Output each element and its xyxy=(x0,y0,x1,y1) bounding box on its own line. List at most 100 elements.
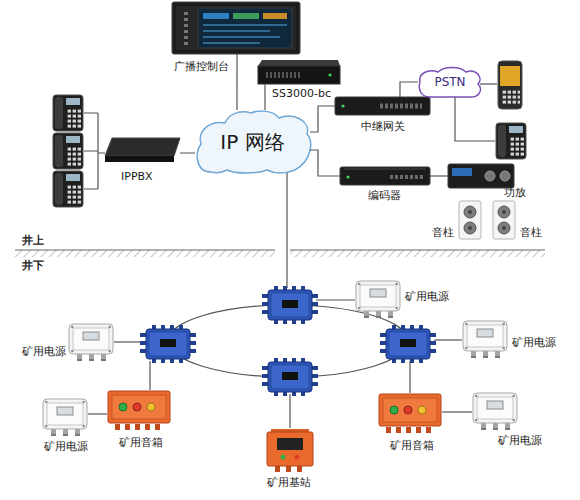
device-node: 矿用电源 xyxy=(462,320,508,358)
amp-body xyxy=(448,164,514,188)
device-label: 功放 xyxy=(504,186,526,199)
device-node: 音柱 xyxy=(492,200,516,240)
amp-knob xyxy=(500,171,510,181)
network-cloud: IP 网络 xyxy=(195,110,310,174)
device-node: 矿用电源 xyxy=(42,398,88,436)
mine-cable xyxy=(289,394,290,428)
mine-cable xyxy=(442,411,472,412)
mine-cable xyxy=(88,413,107,414)
screen-item xyxy=(263,13,287,19)
device-label: 矿用电源 xyxy=(498,434,542,447)
device-node: IPPBX xyxy=(105,138,180,162)
device-node: 中继网关 xyxy=(335,97,430,115)
device-label: 矿用音箱 xyxy=(390,439,434,452)
device-label: 矿用电源 xyxy=(44,440,88,453)
device-node: 矿用电源 xyxy=(472,392,518,430)
encoder-ports xyxy=(390,175,424,179)
mine-psu xyxy=(463,321,507,357)
device-label: 音柱 xyxy=(432,226,454,239)
device-node: 编码器 xyxy=(340,167,430,185)
desk-phone xyxy=(53,95,83,131)
network-link xyxy=(236,54,237,110)
mine-cable xyxy=(434,339,462,340)
network-link xyxy=(310,106,335,132)
device-node: 矿用基站 xyxy=(265,428,315,472)
zone-label: 井上 xyxy=(22,234,44,247)
gateway-led xyxy=(341,104,344,107)
network-link xyxy=(310,150,340,176)
mine-psu xyxy=(356,281,400,317)
screen-item xyxy=(233,13,259,19)
device-node: 矿用音箱 xyxy=(378,393,442,433)
mine-cable xyxy=(316,299,355,300)
server-slots xyxy=(266,72,302,78)
network-link xyxy=(400,82,418,97)
junction-box xyxy=(143,328,193,361)
desk-phone xyxy=(53,133,83,169)
gateway-body xyxy=(335,97,430,115)
mine-cable xyxy=(409,361,410,393)
server-front xyxy=(258,66,340,84)
screen-lines xyxy=(203,25,287,43)
device-label: 中继网关 xyxy=(361,120,405,133)
server-led xyxy=(328,73,331,76)
console-buttons xyxy=(184,12,188,46)
device-node: 音柱 xyxy=(458,200,482,240)
mine-psu xyxy=(69,324,113,360)
mobile-phone xyxy=(498,61,522,109)
network-cloud: PSTN xyxy=(418,66,482,98)
zone-label: 井下 xyxy=(22,259,44,272)
device-node: SS3000-bc xyxy=(258,60,340,84)
amp-knob xyxy=(485,171,495,181)
mine-speaker xyxy=(108,391,170,427)
ground-hatch xyxy=(290,250,545,257)
trunk-cable xyxy=(286,168,287,288)
device-label: 矿用电源 xyxy=(22,345,66,358)
device-node: 矿用音箱 xyxy=(107,390,171,430)
network-link xyxy=(430,175,448,176)
phone-wire xyxy=(480,83,497,84)
device-label: 音柱 xyxy=(520,226,542,239)
mine-cable xyxy=(149,361,150,390)
mine-speaker xyxy=(379,394,441,430)
desk-phone xyxy=(496,123,526,159)
console-screen xyxy=(198,8,292,48)
cloud-label: IP 网络 xyxy=(195,110,310,174)
junction-box xyxy=(265,361,315,394)
ground-line xyxy=(15,249,545,250)
speaker-column xyxy=(493,201,515,239)
device-label: 矿用电源 xyxy=(405,290,449,303)
console-panel xyxy=(176,6,296,50)
desk-phone xyxy=(53,171,83,207)
ippbx-top xyxy=(105,138,180,156)
device-node: 广播控制台 xyxy=(172,2,300,54)
device-label: 矿用音箱 xyxy=(119,436,163,449)
device-label: 矿用电源 xyxy=(512,336,556,349)
mine-base-station xyxy=(267,429,313,469)
server-top xyxy=(258,60,340,66)
junction-box xyxy=(265,289,315,322)
ippbx-front xyxy=(105,156,174,162)
amp-display xyxy=(452,168,472,176)
device-node: 矿用电源 xyxy=(68,323,114,361)
mine-cable xyxy=(114,341,142,342)
ground-hatch xyxy=(15,250,275,257)
device-node: 矿用电源 xyxy=(355,280,401,318)
phone-wire xyxy=(455,96,495,141)
device-label: 矿用基站 xyxy=(267,476,311,489)
junction-box xyxy=(383,328,433,361)
device-node: 功放 xyxy=(448,164,514,188)
encoder-body xyxy=(340,167,430,185)
screen-item xyxy=(203,13,229,19)
speaker-column xyxy=(459,201,481,239)
console-body xyxy=(172,2,300,54)
encoder-highlight xyxy=(344,169,426,170)
mine-psu xyxy=(43,399,87,435)
cloud-label: PSTN xyxy=(418,66,482,98)
device-label: 广播控制台 xyxy=(174,60,229,73)
